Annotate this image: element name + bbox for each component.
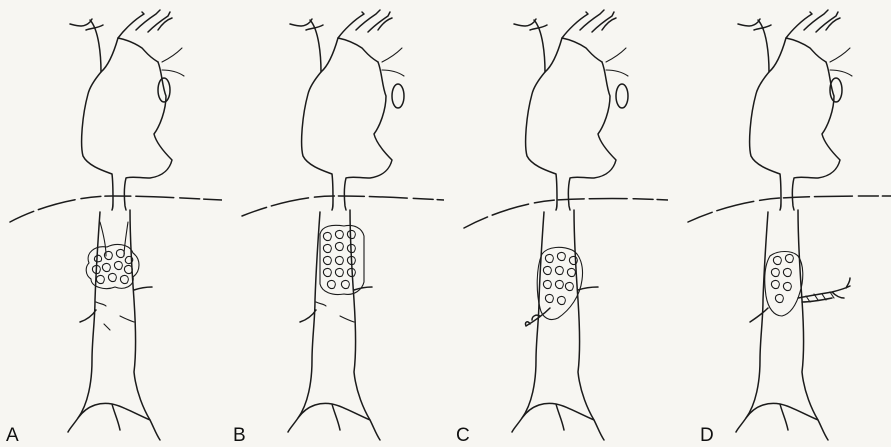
aorta-outline-icon <box>514 10 628 210</box>
thrombus-icon <box>525 247 582 326</box>
aorta-outline-icon <box>738 10 852 210</box>
diaphragm-line-icon <box>464 199 668 229</box>
aorta-outline-icon <box>70 10 184 210</box>
descending-aorta-icon <box>736 210 828 440</box>
diaphragm-line-icon <box>242 196 444 216</box>
panel-label-c: C <box>456 426 470 445</box>
panel-b <box>222 0 444 447</box>
panel-label-d: D <box>700 426 714 445</box>
diaphragm-line-icon <box>10 196 222 222</box>
thrombus-icon <box>320 225 364 294</box>
panel-a <box>0 0 222 447</box>
panel-c <box>444 0 668 447</box>
aorta-outline-icon <box>290 10 404 210</box>
diaphragm-line-icon <box>688 196 891 222</box>
panel-d <box>668 0 891 447</box>
panel-label-a: A <box>6 426 19 445</box>
panel-label-b: B <box>233 426 246 445</box>
descending-aorta-icon <box>288 210 380 440</box>
